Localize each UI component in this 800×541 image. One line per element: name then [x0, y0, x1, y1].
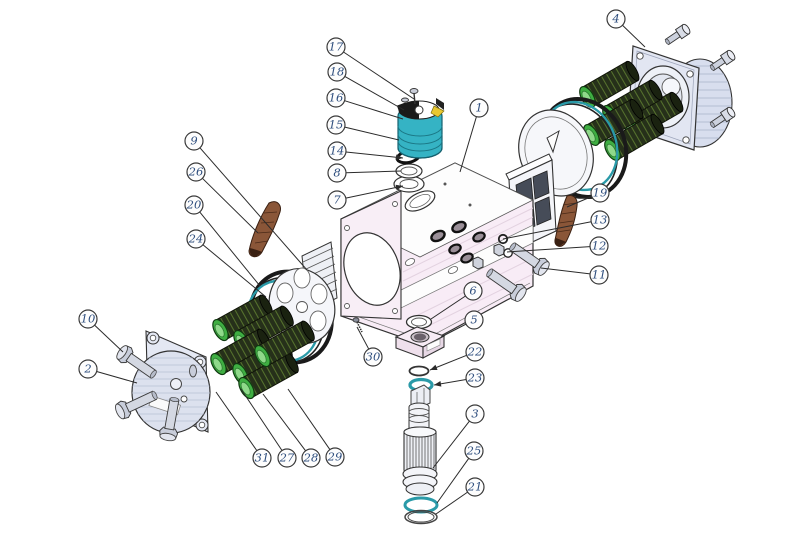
callout-number-18: 18 — [330, 65, 345, 79]
set-screw — [352, 317, 363, 333]
callout-circle-18 — [327, 62, 347, 82]
callout-number-10: 10 — [81, 312, 96, 326]
callout-circle-15 — [326, 115, 346, 135]
callout-number-8: 8 — [333, 166, 340, 180]
callout-number-12: 12 — [592, 239, 607, 253]
callout-number-2: 2 — [83, 362, 91, 376]
position-indicator — [396, 88, 445, 159]
left-rack-guide — [248, 201, 281, 258]
right-rack-guide — [554, 195, 578, 247]
callout-number-27: 27 — [279, 451, 295, 465]
callout-number-26: 26 — [188, 165, 204, 179]
callout-number-16: 16 — [329, 91, 344, 105]
callout-circle-3 — [465, 404, 485, 424]
callout-number-1: 1 — [475, 101, 482, 115]
callout-number-23: 23 — [467, 371, 483, 385]
callout-number-9: 9 — [190, 134, 197, 148]
callout-circle-25 — [464, 441, 484, 461]
callout-number-20: 20 — [186, 198, 202, 212]
callout-circle-10 — [78, 309, 98, 329]
callout-number-7: 7 — [333, 193, 341, 207]
callout-number-4: 4 — [611, 12, 619, 26]
callout-circle-2 — [78, 359, 98, 379]
callout-circle-19 — [590, 183, 610, 203]
callout-number-25: 25 — [466, 444, 482, 458]
callout-circle-4 — [606, 9, 626, 29]
callout-circle-17 — [326, 37, 346, 57]
callout-circle-23 — [465, 368, 485, 388]
callout-circle-13 — [590, 210, 610, 230]
callout-number-13: 13 — [593, 213, 608, 227]
callout-number-29: 29 — [327, 450, 343, 464]
callout-number-24: 24 — [188, 232, 204, 246]
callout-number-30: 30 — [366, 350, 381, 364]
callout-number-6: 6 — [469, 284, 476, 298]
callout-circle-12 — [589, 236, 609, 256]
callout-circle-27 — [277, 448, 297, 468]
callout-number-15: 15 — [329, 118, 344, 132]
callout-number-14: 14 — [330, 144, 345, 158]
callout-circle-1 — [469, 98, 489, 118]
callout-circle-31 — [252, 448, 272, 468]
callout-circle-6 — [463, 281, 483, 301]
air-ports — [404, 220, 505, 274]
callout-number-11: 11 — [592, 268, 607, 282]
o-ring-21 — [404, 509, 438, 525]
left-end-cap — [131, 330, 211, 434]
callout-balloons: 1234567891011121314151617181920212223242… — [78, 9, 646, 515]
actuator-body — [340, 162, 534, 346]
callout-number-5: 5 — [470, 313, 477, 327]
callout-circle-28 — [301, 448, 321, 468]
callout-circle-30 — [363, 347, 383, 367]
callout-number-19: 19 — [593, 186, 608, 200]
callout-number-31: 31 — [255, 451, 270, 465]
thrust-washer — [405, 314, 433, 330]
pinion-shaft — [402, 384, 438, 496]
callout-number-22: 22 — [467, 345, 483, 359]
callout-circle-5 — [464, 310, 484, 330]
callout-circle-8 — [327, 163, 347, 183]
callout-circle-16 — [326, 88, 346, 108]
callout-number-3: 3 — [471, 407, 478, 421]
callout-circle-14 — [327, 141, 347, 161]
callout-circle-29 — [325, 447, 345, 467]
o-ring-22 — [408, 365, 430, 377]
callout-circle-9 — [184, 131, 204, 151]
callout-circle-22 — [465, 342, 485, 362]
callout-number-21: 21 — [467, 480, 483, 494]
callout-number-17: 17 — [329, 40, 344, 54]
callout-circle-26 — [186, 162, 206, 182]
callout-circle-7 — [327, 190, 347, 210]
callout-circle-20 — [184, 195, 204, 215]
callout-circle-24 — [186, 229, 206, 249]
callout-circle-11 — [589, 265, 609, 285]
callout-circle-21 — [465, 477, 485, 497]
callout-number-28: 28 — [303, 451, 319, 465]
